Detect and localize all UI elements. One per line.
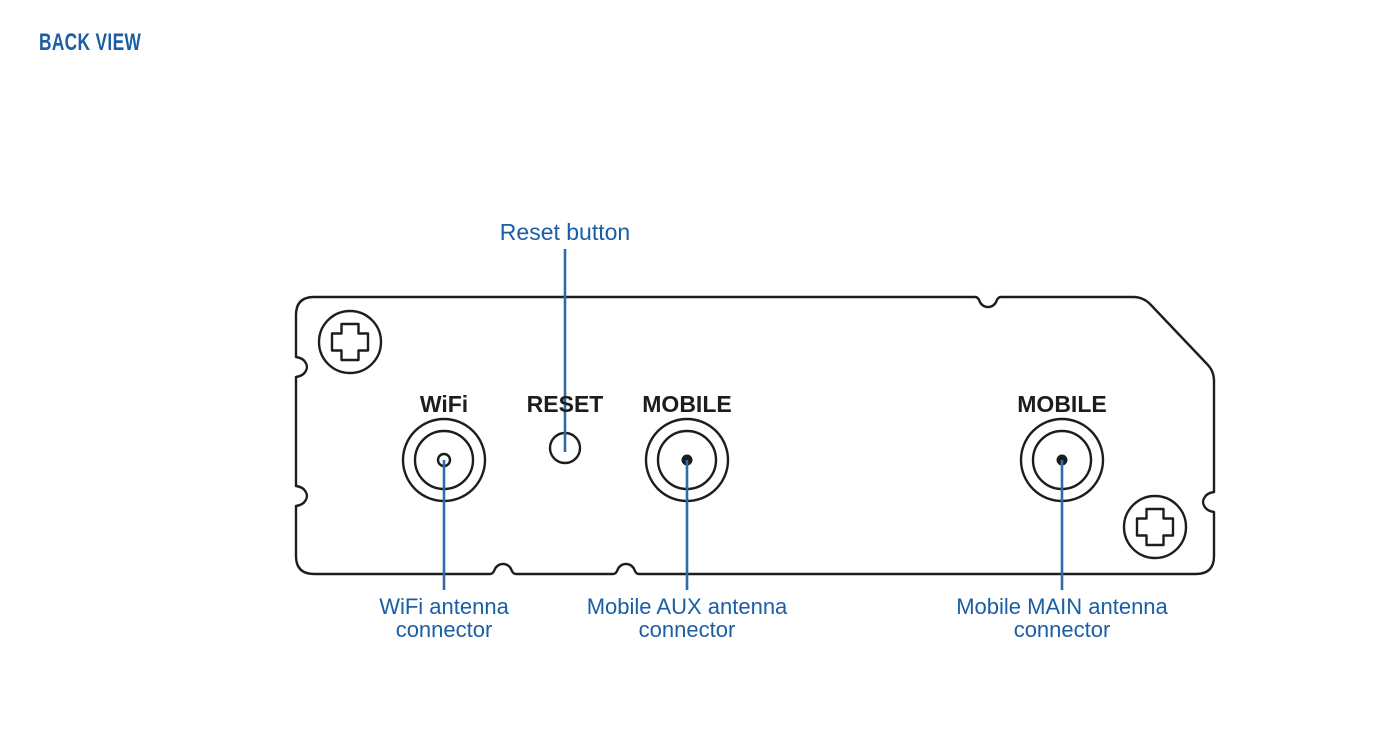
port-label-mobile-aux: MOBILE <box>642 391 732 417</box>
caption-mobile-main-antenna-connector: Mobile MAIN antenna connector <box>956 594 1168 642</box>
caption-line-2: connector <box>395 616 493 642</box>
screw-bottom-right <box>1122 494 1188 560</box>
device-enclosure-outline <box>294 295 1216 576</box>
callout-reset-button: Reset button <box>499 219 631 245</box>
screw-top-left <box>317 309 383 375</box>
caption-line-1: Mobile AUX antenna <box>586 594 788 619</box>
port-label-wifi: WiFi <box>419 391 469 417</box>
port-label-reset: RESET <box>526 391 604 417</box>
caption-mobile-aux-antenna-connector: Mobile AUX antenna connector <box>586 594 788 642</box>
caption-wifi-antenna-connector: WiFi antenna connector <box>379 594 509 642</box>
page-title: BACK VIEW <box>39 29 142 56</box>
caption-line-2: connector <box>638 616 736 642</box>
port-label-mobile-main: MOBILE <box>1017 391 1107 417</box>
caption-line-1: Mobile MAIN antenna <box>956 594 1168 619</box>
caption-line-2: connector <box>1013 616 1111 642</box>
caption-line-1: WiFi antenna <box>379 594 509 619</box>
